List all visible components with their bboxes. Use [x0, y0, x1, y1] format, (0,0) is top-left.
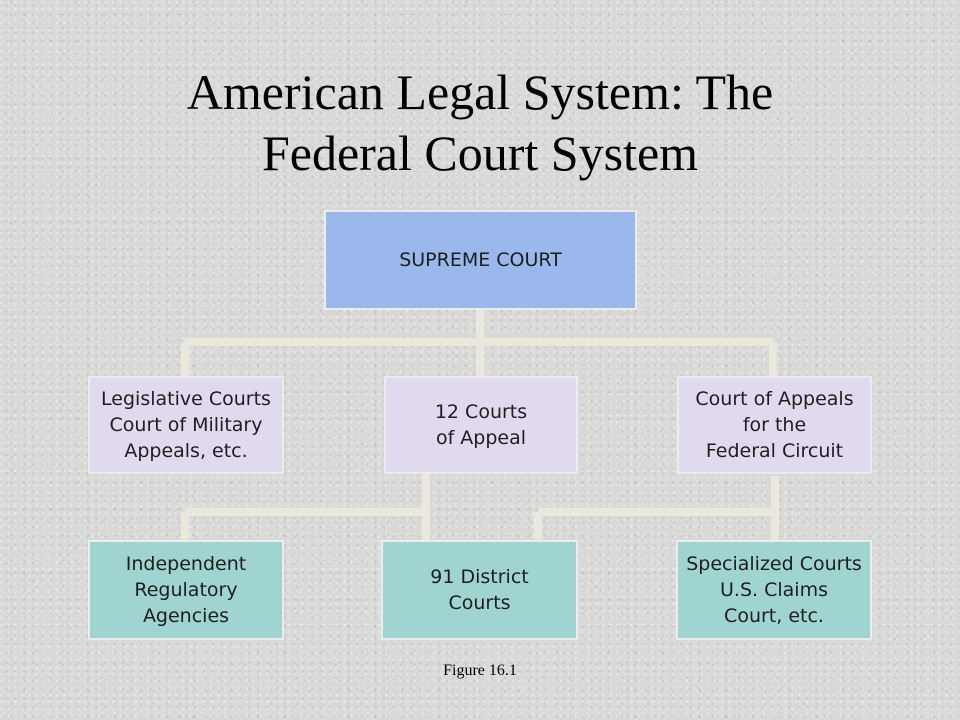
legislative-courts-box: Legislative Courts Court of Military App… — [88, 376, 284, 474]
courts-of-appeal-label: 12 Courts of Appeal — [434, 401, 528, 449]
regulatory-agencies-box: Independent Regulatory Agencies — [88, 540, 284, 640]
federal-circuit-label: Court of Appeals for the Federal Circuit — [695, 388, 854, 462]
federal-circuit-box: Court of Appeals for the Federal Circuit — [677, 376, 872, 474]
specialized-courts-label: Specialized Courts U.S. Claims Court, et… — [686, 553, 862, 627]
title-line-2: Federal Court System — [261, 125, 699, 181]
figure-caption: Figure 16.1 — [443, 662, 517, 679]
page-title: American Legal System: The Federal Court… — [0, 62, 960, 184]
specialized-courts-box: Specialized Courts U.S. Claims Court, et… — [676, 540, 872, 640]
regulatory-agencies-label: Independent Regulatory Agencies — [125, 553, 247, 627]
district-courts-box: 91 District Courts — [381, 540, 578, 640]
title-line-1: American Legal System: The — [186, 64, 774, 120]
legislative-courts-label: Legislative Courts Court of Military App… — [101, 388, 271, 462]
supreme-court-label: SUPREME COURT — [399, 249, 562, 271]
district-courts-label: 91 District Courts — [430, 566, 529, 614]
supreme-court-box: SUPREME COURT — [324, 210, 637, 310]
courts-of-appeal-box: 12 Courts of Appeal — [384, 376, 578, 474]
